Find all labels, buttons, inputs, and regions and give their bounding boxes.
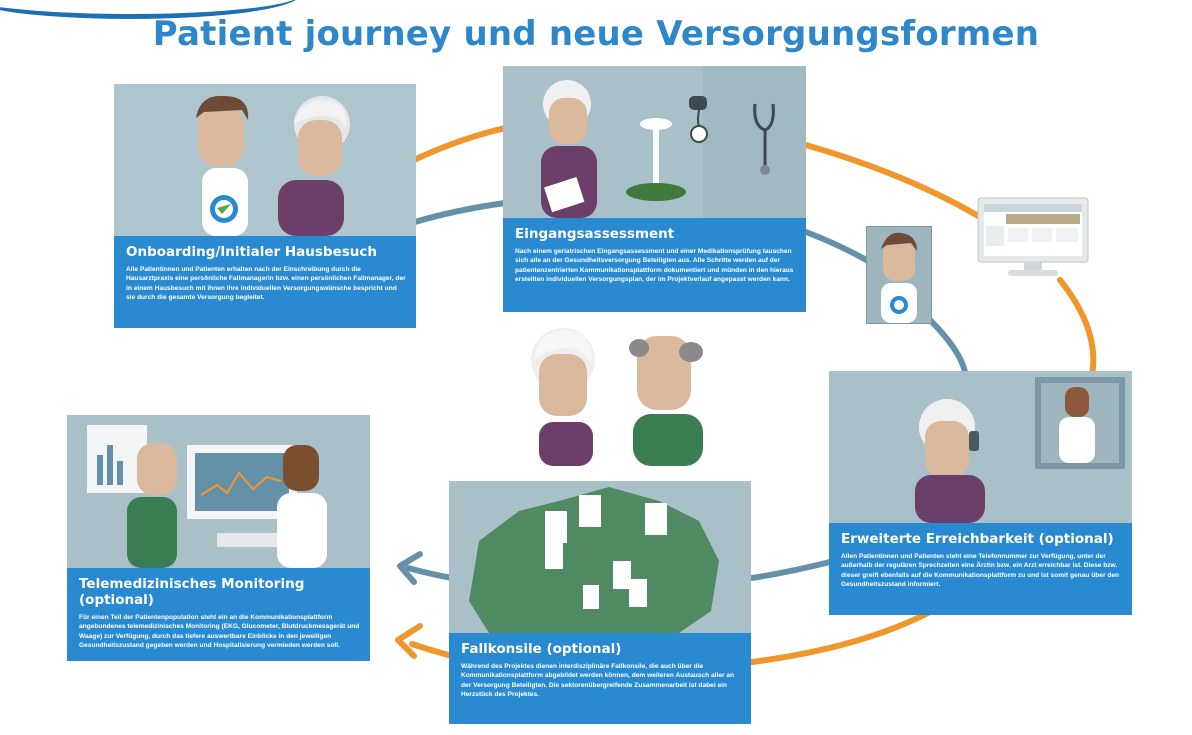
fallkonsile-caption: Fallkonsile (optional) Während des Proje… xyxy=(449,633,751,724)
header-stripe-decoration xyxy=(0,0,300,19)
card-heading: Eingangsassessment xyxy=(515,226,675,242)
card-telemonitoring: Telemedizinisches Monitoring (optional) … xyxy=(67,415,370,661)
case-manager-and-patient-illustration xyxy=(114,84,416,236)
card-heading: Erweiterte Erreichbarkeit (optional) xyxy=(841,531,1114,547)
card-text: Allen Patientinnen und Patienten steht e… xyxy=(841,553,1120,589)
assessment-tools-illustration xyxy=(503,66,806,218)
page-title: Patient journey und neue Versorgungsform… xyxy=(152,14,1040,54)
card-erreichbarkeit: Erweiterte Erreichbarkeit (optional) All… xyxy=(829,371,1132,615)
map-with-doctors-illustration xyxy=(449,481,751,633)
assessment-caption: Eingangsassessment Nach einem geriatrisc… xyxy=(503,218,806,312)
monitoring-screen-illustration xyxy=(67,415,370,568)
doctor-portrait xyxy=(866,226,932,324)
patients-illustration xyxy=(505,318,715,466)
card-onboarding: Onboarding/Initialer Hausbesuch Alle Pat… xyxy=(114,84,416,328)
fallkonsile-illustration xyxy=(449,481,751,633)
card-heading: Telemedizinisches Monitoring (optional) xyxy=(79,576,305,608)
onboarding-illustration xyxy=(114,84,416,236)
monitor-icon xyxy=(977,197,1089,276)
onboarding-caption: Onboarding/Initialer Hausbesuch Alle Pat… xyxy=(114,236,416,328)
platform-monitor xyxy=(976,196,1090,280)
elderly-patients-icon xyxy=(531,328,703,466)
card-text: Alle Patientinnen und Patienten erhalten… xyxy=(126,266,406,302)
telemonitoring-caption: Telemedizinisches Monitoring (optional) … xyxy=(67,568,370,661)
card-fallkonsile: Fallkonsile (optional) Während des Proje… xyxy=(449,481,751,724)
telemonitoring-illustration xyxy=(67,415,370,568)
phone-call-illustration xyxy=(829,371,1132,523)
doctor-icon xyxy=(881,232,917,323)
card-text: Nach einem geriatrischen Eingangsassessm… xyxy=(515,248,794,284)
card-heading: Onboarding/Initialer Hausbesuch xyxy=(126,244,378,260)
card-eingangsassessment: Eingangsassessment Nach einem geriatrisc… xyxy=(503,66,806,312)
erreichbarkeit-caption: Erweiterte Erreichbarkeit (optional) All… xyxy=(829,523,1132,615)
card-text: Während des Projektes dienen interdiszip… xyxy=(461,663,735,699)
card-text: Für einen Teil der Patientenpopulation s… xyxy=(79,614,360,650)
card-heading: Fallkonsile (optional) xyxy=(461,641,622,657)
erreichbarkeit-illustration xyxy=(829,371,1132,523)
assessment-illustration xyxy=(503,66,806,218)
